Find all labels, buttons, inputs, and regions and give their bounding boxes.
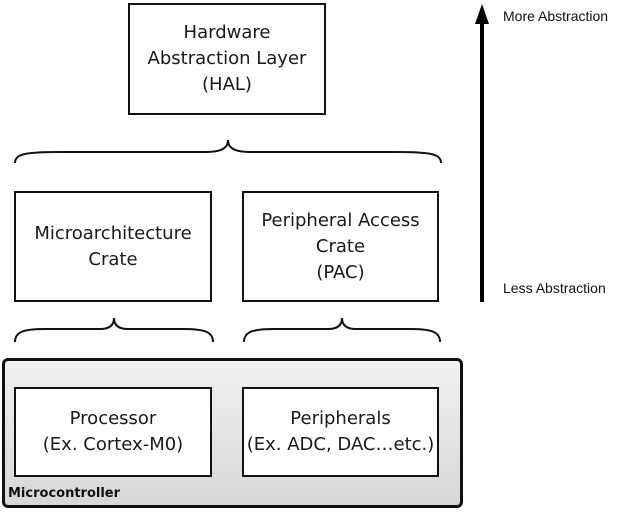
abstraction-arrow-head	[475, 4, 489, 24]
pac-brace	[243, 317, 441, 343]
processor-box: Processor (Ex. Cortex-M0)	[14, 387, 212, 477]
hal-box: Hardware Abstraction Layer (HAL)	[128, 3, 326, 115]
microcontroller-label: Microcontroller	[8, 486, 121, 501]
pac-box: Peripheral Access Crate (PAC)	[242, 191, 439, 302]
pac-line-3: (PAC)	[316, 261, 365, 283]
peripherals-line-1: Peripherals	[290, 408, 391, 429]
microarchitecture-crate-line-2: Crate	[88, 248, 138, 270]
microarchitecture-brace	[14, 317, 214, 343]
peripherals-box: Peripherals (Ex. ADC, DAC…etc.)	[242, 387, 439, 477]
more-abstraction-label: More Abstraction	[503, 8, 609, 24]
microarchitecture-crate-line-1: Microarchitecture	[34, 222, 192, 244]
processor-line-2: (Ex. Cortex-M0)	[42, 434, 184, 455]
peripherals-line-2: (Ex. ADC, DAC…etc.)	[246, 434, 435, 455]
hal-line-1: Hardware	[183, 22, 271, 43]
pac-line-1: Peripheral Access	[261, 209, 420, 231]
pac-line-2: Crate	[315, 235, 366, 257]
hal-brace	[14, 139, 442, 164]
processor-line-1: Processor	[69, 408, 157, 429]
hal-line-2: Abstraction Layer	[147, 48, 307, 69]
microarchitecture-crate-box: Microarchitecture Crate	[14, 191, 212, 302]
less-abstraction-label: Less Abstraction	[503, 280, 606, 296]
hal-line-3: (HAL)	[202, 74, 252, 95]
